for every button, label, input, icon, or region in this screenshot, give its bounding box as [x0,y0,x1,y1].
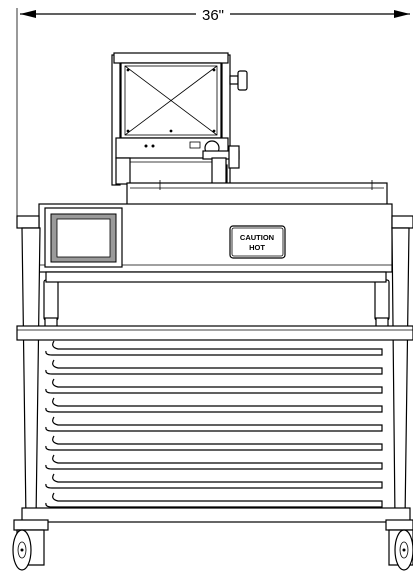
tray-band [45,454,383,470]
tray-band [45,397,383,413]
caution-label: CAUTION [240,233,274,242]
valve-spout [228,145,240,169]
hopper-bolt [126,68,130,72]
foot-post [374,279,390,321]
hopper-box-inner [124,65,218,136]
cart-shelf [16,325,413,341]
overall-width-dimension: 36" [16,7,410,216]
handle-grip [237,70,248,91]
hopper-cross-b [124,65,218,136]
tray-band [45,340,383,356]
tray-rack [45,340,383,508]
tray-band [45,359,383,375]
frame-side-rail-left [16,215,40,229]
tray-band [45,473,383,489]
hopper-bolt [169,129,173,133]
heater-cabinet: CAUTION HOT [38,180,393,273]
caster-axle [402,548,406,552]
tray-band [45,378,383,394]
cart-leg-left [21,227,41,521]
arrowhead-left [20,10,36,18]
cabinet-foot-left [43,279,59,328]
hopper-bolt [126,129,130,133]
caster-left [12,519,49,571]
arrowhead-right [394,10,410,18]
hopper-bolt [212,68,216,72]
caution-plate [229,225,286,259]
cart-leg-right [391,227,410,521]
caution-plate-inner [231,227,284,257]
dimension-label: 36" [202,7,224,24]
hopper-leg-right [211,157,227,185]
caster-plate [13,519,49,531]
control-screen [56,218,111,258]
cabinet-bottom-plate [45,271,387,283]
caster-hub [399,541,409,559]
cart-frame [16,215,413,523]
cart-bottom-rail [21,507,411,523]
caster-hub [17,541,27,559]
hopper-top-rail [113,52,229,64]
caster-right [385,519,413,571]
caster-axle [20,548,24,552]
collar-dot [144,144,148,148]
handle-stem [229,75,239,85]
cabinet-foot-right [374,279,390,328]
collar-tab [189,141,201,149]
cabinet-lid [126,182,388,206]
tray-band [45,492,383,508]
hopper-leg-left [115,157,131,185]
hot-label: HOT [249,243,265,252]
caster-plate [385,519,413,531]
hopper-unit [111,52,248,186]
frame-side-rail-right [391,215,413,229]
foot-post [43,279,59,321]
collar-dot [151,144,155,148]
tray-band [45,435,383,451]
tray-band [45,416,383,432]
hopper-bolt [212,129,216,133]
